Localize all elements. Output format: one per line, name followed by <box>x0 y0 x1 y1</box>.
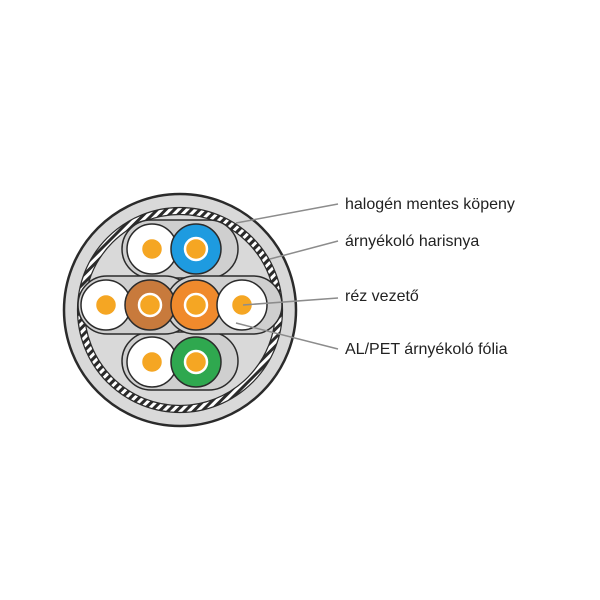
copper-conductor <box>137 292 163 318</box>
braid-outer-edge <box>76 206 284 414</box>
copper-conductor <box>139 349 165 375</box>
pair-white-blue <box>126 223 222 275</box>
copper-conductor <box>183 292 209 318</box>
label-jacket: halogén mentes köpeny <box>345 196 515 213</box>
label-conductor: réz vezető <box>345 288 419 305</box>
label-foil: AL/PET árnyékoló fólia <box>345 341 508 358</box>
copper-conductor <box>183 349 209 375</box>
leader-line-foil <box>235 322 339 350</box>
pair-white-green <box>126 336 222 388</box>
leader-line-braid <box>269 240 339 260</box>
pair-orange-white <box>170 279 268 331</box>
label-braid: árnyékoló harisnya <box>345 233 480 250</box>
leader-line-conductor <box>242 297 339 306</box>
copper-conductor <box>183 236 209 262</box>
copper-conductor <box>139 236 165 262</box>
copper-conductor <box>93 292 119 318</box>
leader-line-jacket <box>235 203 339 224</box>
